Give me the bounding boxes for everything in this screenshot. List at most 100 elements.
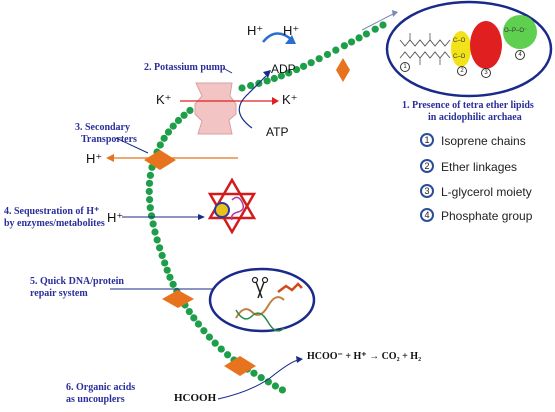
hcooh-label: HCOOH — [174, 392, 217, 404]
legend-number-2: 2 — [420, 159, 434, 173]
membrane-bead — [145, 195, 154, 204]
membrane-bead — [146, 204, 154, 212]
membrane-bead — [250, 369, 258, 377]
h-plus-ion-right: H⁺ — [283, 23, 300, 38]
membrane-bead — [194, 320, 203, 328]
membrane-bead — [211, 339, 219, 347]
membrane-bead — [155, 244, 164, 252]
scissors-icon — [255, 281, 265, 299]
membrane-bead — [332, 46, 340, 54]
dna-helix — [235, 296, 285, 319]
k-plus-ion-right: K⁺ — [282, 92, 298, 107]
membrane-bead — [163, 266, 171, 274]
inset-number-2: 2 — [457, 66, 467, 76]
membrane-bead — [186, 106, 194, 115]
secondary-transporters-label-line2: Transporters — [81, 134, 137, 145]
organic-acids-label-line2: as uncouplers — [66, 394, 125, 405]
inset-number-4: 4 — [515, 50, 525, 60]
membrane-bead-chain — [145, 21, 387, 394]
atp-label: ATP — [266, 125, 289, 139]
membrane-bead — [371, 25, 379, 33]
hcooh-curve-arrow — [217, 359, 299, 400]
secondary-transporters-label-line1: 3. Secondary — [75, 122, 130, 133]
diamond-marker-acids — [224, 356, 256, 376]
repair-system-ellipse — [208, 267, 316, 333]
sequestration-label-line1: 4. Sequestration of H⁺ — [4, 206, 100, 217]
membrane-bead — [145, 179, 154, 187]
legend-l-glycerol-moiety: L-glycerol moiety — [441, 185, 532, 199]
membrane-bead — [174, 116, 183, 125]
membrane-bead — [270, 74, 278, 83]
potassium-pump-pointer — [222, 67, 233, 74]
membrane-bead — [379, 21, 387, 29]
membrane-bead — [149, 220, 157, 228]
membrane-bead — [257, 374, 265, 382]
diamond-marker-repair — [162, 290, 194, 308]
legend-number-3: 3 — [420, 184, 434, 198]
membrane-bead — [285, 69, 293, 77]
enzyme-ribbon — [230, 196, 245, 221]
h-plus-sequestration: H⁺ — [107, 210, 124, 225]
ether-linkage-highlight — [451, 31, 471, 67]
dna-helix-strand-2 — [235, 309, 285, 332]
repair-label-line1: 5. Quick DNA/protein — [30, 276, 124, 287]
h-plus-secondary: H⁺ — [86, 151, 103, 166]
legend-number-4: 4 — [420, 208, 434, 222]
membrane-bead — [299, 62, 308, 70]
membrane-bead — [340, 42, 348, 50]
diamond-marker-secondary — [144, 150, 176, 170]
scissors-handle-left — [251, 276, 259, 284]
membrane-bead — [200, 327, 208, 335]
inset-phosphate: O–P–O⁻ — [504, 28, 528, 34]
membrane-bead — [158, 251, 166, 260]
legend-isoprene-chains: Isoprene chains — [441, 134, 526, 148]
membrane-bead — [169, 122, 177, 130]
membrane-bead — [263, 77, 271, 85]
membrane-bead — [247, 81, 255, 90]
membrane-bead — [278, 386, 286, 394]
phosphate-highlight — [503, 15, 537, 49]
membrane-bead — [147, 212, 156, 220]
glycerol-highlight — [470, 21, 502, 69]
membrane-bead — [307, 59, 315, 67]
membrane-bead — [315, 55, 323, 63]
h-plus-ion-left: H⁺ — [247, 23, 264, 38]
formate-reaction: HCOO⁻ + H⁺ → CO₂ + H₂ — [307, 351, 422, 362]
lipid-inset-pointer — [361, 13, 394, 31]
membrane-bead — [164, 128, 173, 136]
k-plus-ion-left: K⁺ — [156, 92, 172, 107]
membrane-bead — [224, 351, 232, 359]
k-plus-arrowhead — [272, 97, 279, 105]
isoprene-chain-top — [399, 39, 451, 47]
membrane-bead — [151, 228, 159, 236]
membrane-bead — [185, 307, 193, 316]
legend-ether-linkages: Ether linkages — [441, 160, 518, 174]
membrane-bead — [347, 38, 356, 46]
protein-ribbon — [277, 282, 303, 293]
inset-ether-top: C–O — [453, 38, 466, 44]
adp-label: ADP — [271, 62, 296, 76]
secondary-transport-arrowhead — [106, 154, 114, 162]
membrane-bead — [323, 50, 332, 59]
legend-phosphate-group: Phosphate group — [441, 209, 533, 223]
membrane-bead — [362, 30, 371, 38]
tetra-ether-label-line1: 1. Presence of tetra ether lipids — [402, 100, 534, 111]
sequestration-arrowhead — [198, 214, 205, 220]
lipid-inset-pointer-head — [392, 10, 398, 17]
inset-ether-bottom: C–O — [453, 54, 466, 60]
membrane-bead — [153, 236, 161, 244]
membrane-bead — [156, 141, 164, 149]
tetra-ether-label-line2: in acidophilic archaea — [428, 112, 522, 123]
sequestration-label-line2: by enzymes/metabolites — [4, 218, 105, 229]
membrane-bead — [217, 345, 225, 353]
membrane-bead — [190, 314, 198, 322]
metabolite-sphere — [214, 202, 230, 218]
membrane-bead — [205, 333, 214, 341]
membrane-bead — [355, 34, 363, 42]
membrane-bead — [166, 273, 174, 281]
scissors-handle-right — [261, 276, 269, 284]
h-plus-curve-arrowhead — [285, 35, 296, 44]
potassium-pump-label: 2. Potassium pump — [144, 62, 226, 73]
membrane-bead — [161, 259, 169, 267]
